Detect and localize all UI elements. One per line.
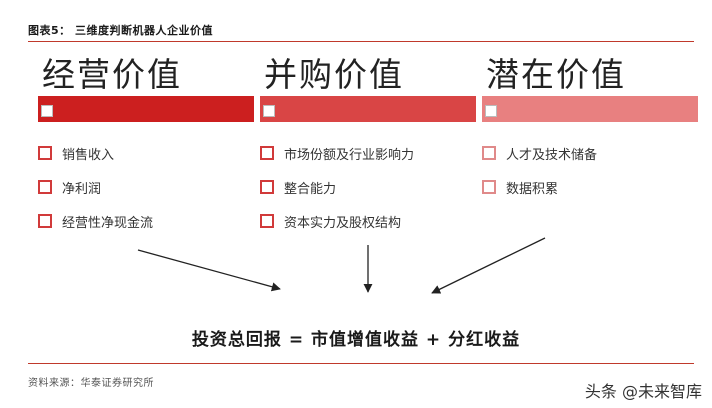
checkbox-icon	[38, 180, 52, 194]
item-label: 资本实力及股权结构	[284, 215, 402, 231]
item-label: 人才及技术储备	[506, 147, 598, 163]
column-heading: 潜在价值	[486, 55, 626, 94]
bar-square-icon	[485, 105, 497, 117]
item-list: 人才及技术储备 数据积累	[482, 136, 698, 204]
checkbox-icon	[260, 180, 274, 194]
watermark: 头条 @未来智库	[584, 382, 702, 401]
top-rule	[28, 41, 694, 42]
item-label: 销售收入	[62, 147, 115, 163]
list-item: 销售收入	[38, 136, 254, 170]
item-list: 市场份额及行业影响力 整合能力 资本实力及股权结构	[260, 136, 476, 238]
column-bar	[482, 96, 698, 122]
list-item: 整合能力	[260, 170, 476, 204]
item-label: 市场份额及行业影响力	[284, 147, 415, 163]
list-item: 资本实力及股权结构	[260, 204, 476, 238]
source-note: 资料来源：华泰证券研究所	[28, 378, 154, 389]
checkbox-icon	[482, 146, 496, 160]
column-heading: 经营价值	[42, 55, 182, 94]
arrow-left	[137, 249, 281, 292]
list-item: 市场份额及行业影响力	[260, 136, 476, 170]
bar-square-icon	[263, 105, 275, 117]
column-bar	[260, 96, 476, 122]
bottom-rule	[28, 363, 694, 364]
item-label: 整合能力	[284, 181, 337, 197]
column-mna-value: 并购价值 市场份额及行业影响力 整合能力 资本实力及股权结构	[260, 54, 476, 238]
item-label: 数据积累	[506, 181, 559, 197]
checkbox-icon	[260, 214, 274, 228]
item-label: 经营性净现金流	[62, 215, 154, 231]
list-item: 人才及技术储备	[482, 136, 698, 170]
checkbox-icon	[38, 214, 52, 228]
list-item: 经营性净现金流	[38, 204, 254, 238]
column-operating-value: 经营价值 销售收入 净利润 经营性净现金流	[38, 54, 254, 238]
list-item: 净利润	[38, 170, 254, 204]
list-item: 数据积累	[482, 170, 698, 204]
bar-square-icon	[41, 105, 53, 117]
item-list: 销售收入 净利润 经营性净现金流	[38, 136, 254, 238]
column-potential-value: 潜在价值 人才及技术储备 数据积累	[482, 54, 698, 204]
checkbox-icon	[482, 180, 496, 194]
checkbox-icon	[260, 146, 274, 160]
figure-title: 图表5： 三维度判断机器人企业价值	[28, 24, 213, 37]
item-label: 净利润	[62, 181, 102, 197]
return-formula: 投资总回报 = 市值增值收益 + 分红收益	[191, 330, 521, 350]
column-heading: 并购价值	[264, 55, 404, 94]
checkbox-icon	[38, 146, 52, 160]
arrow-right	[431, 237, 546, 294]
column-bar	[38, 96, 254, 122]
